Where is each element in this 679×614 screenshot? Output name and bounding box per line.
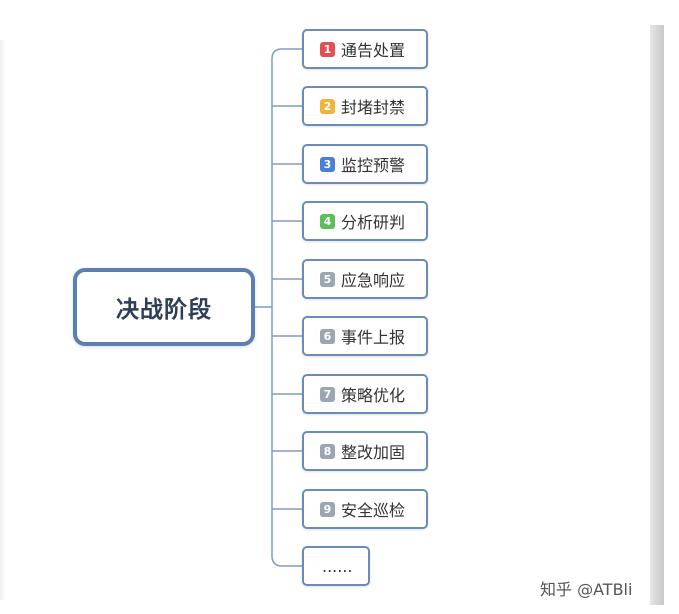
priority-badge-8: 8	[320, 443, 335, 459]
priority-badge-5: 5	[320, 271, 335, 287]
priority-badge-2: 2	[320, 98, 335, 114]
root-node[interactable]: 决战阶段	[73, 268, 255, 346]
branch-node-more[interactable]: ......	[302, 546, 370, 586]
branch-label-1: 通告处置	[341, 41, 406, 60]
branch-node-9[interactable]: 9 安全巡检	[302, 489, 428, 529]
branch-node-4[interactable]: 4 分析研判	[302, 201, 428, 241]
branch-node-6[interactable]: 6 事件上报	[302, 316, 428, 356]
watermark: 知乎 @ATBli	[540, 580, 633, 599]
page-shadow-left	[0, 40, 6, 600]
priority-badge-6: 6	[320, 328, 335, 344]
priority-badge-1: 1	[320, 41, 335, 57]
priority-badge-4: 4	[320, 213, 335, 229]
branch-node-1[interactable]: 1 通告处置	[302, 29, 428, 69]
branch-label-9: 安全巡检	[341, 501, 406, 520]
branch-node-2[interactable]: 2 封堵封禁	[302, 86, 428, 126]
branch-label-6: 事件上报	[341, 328, 406, 347]
branch-label-2: 封堵封禁	[341, 98, 406, 117]
root-node-label: 决战阶段	[116, 297, 212, 323]
branch-label-7: 策略优化	[341, 386, 406, 405]
branch-node-8[interactable]: 8 整改加固	[302, 431, 428, 471]
branch-label-5: 应急响应	[341, 271, 406, 290]
page-shadow-right	[650, 25, 664, 605]
branch-label-4: 分析研判	[341, 213, 406, 232]
priority-badge-9: 9	[320, 501, 335, 517]
branch-label-8: 整改加固	[341, 443, 406, 462]
branch-label-more: ......	[322, 556, 353, 576]
connector-branch-1	[271, 48, 302, 60]
priority-badge-7: 7	[320, 386, 335, 402]
priority-badge-3: 3	[320, 156, 335, 172]
branch-node-7[interactable]: 7 策略优化	[302, 374, 428, 414]
branch-label-3: 监控预警	[341, 156, 406, 175]
branch-node-5[interactable]: 5 应急响应	[302, 259, 428, 299]
branch-node-3[interactable]: 3 监控预警	[302, 144, 428, 184]
connector-branch-10	[271, 555, 302, 567]
